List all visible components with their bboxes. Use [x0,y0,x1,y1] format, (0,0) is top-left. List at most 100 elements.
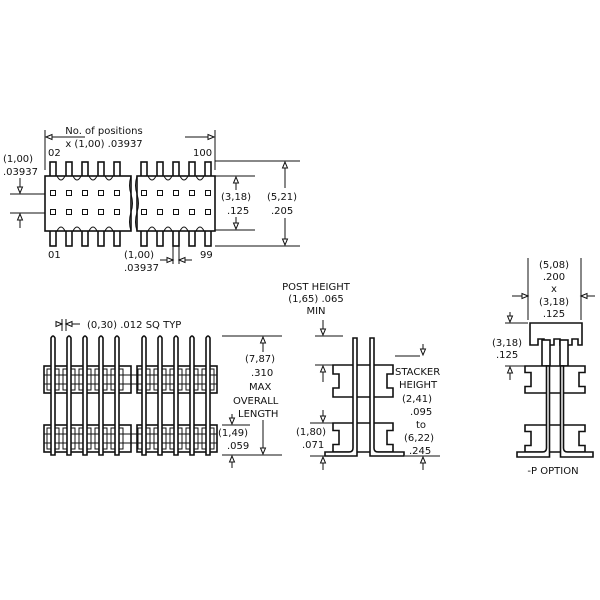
row-pitch-in: .03937 [3,167,38,178]
length-label: LENGTH [238,409,278,420]
drawing-geometry [10,130,595,470]
pin-pitch-mm: (1,00) [124,250,154,261]
arrowhead-icon [281,160,289,169]
stack-block-lower [332,422,394,453]
arrowhead-icon [228,454,236,463]
arrowhead-icon [166,256,175,264]
stacker-label: STACKER [395,367,440,378]
arrowhead-icon [228,417,236,426]
bent-post [369,337,405,457]
pin-bottom [140,229,148,247]
stack-to: to [416,420,426,431]
notch [179,226,189,232]
arrowhead-icon [319,455,327,464]
notch [56,226,66,232]
arrowhead-icon [64,320,73,328]
contact-hole [82,190,88,196]
pin-bottom [113,229,121,247]
notch [56,175,66,181]
post-height-value: (1,65) .065 [288,294,344,305]
notch [195,226,205,232]
p-block-lower [524,424,586,453]
notch [104,175,114,181]
arrowhead-icon [319,328,327,337]
body-height-in: .125 [227,206,249,217]
height-label: HEIGHT [399,380,438,391]
pin-100-label: 100 [193,148,212,159]
cap-post [541,339,551,367]
positions-pitch: x (1,00) .03937 [65,139,142,150]
pin-bottom [81,229,89,247]
post-height-min: MIN [306,306,325,317]
post-size: (0,30) .012 SQ TYP [87,320,181,331]
notch [163,175,173,181]
cap-width-mm: (5,08) [539,260,569,271]
contact-hole [157,190,163,196]
contact-hole [205,209,211,215]
contact-hole [189,209,195,215]
notch [88,226,98,232]
post [141,335,147,456]
contact-hole [114,209,120,215]
arrowhead-icon [232,175,240,184]
base-mm: (1,80) [296,427,326,438]
end-view-labels: POST HEIGHT (1,65) .065 MIN STACKER HEIG… [282,282,440,457]
cap-depth-in: .125 [543,309,565,320]
stack-max-mm: (6,22) [404,433,434,444]
notch [147,175,157,181]
arrowhead-icon [506,365,514,374]
post [114,335,120,456]
contact-hole [98,209,104,215]
p-block-upper [524,365,586,394]
pin-bottom [188,229,196,247]
contact-hole [189,190,195,196]
arrowhead-icon [506,315,514,324]
cap-height-mm: (3,18) [492,338,522,349]
length-in: .310 [251,368,273,379]
row-pitch-mm: (1,00) [3,154,33,165]
pin-bottom [204,229,212,247]
break-line [135,175,139,232]
arrowhead-icon [16,186,24,195]
arrowhead-icon [259,447,267,456]
pin-bottom [49,229,57,247]
contact-hole [141,190,147,196]
overall-height-in: .205 [271,206,293,217]
notch [163,226,173,232]
pickup-cap [529,322,583,346]
notch [72,226,82,232]
arrowhead-icon [177,256,186,264]
cap-depth-mm: (3,18) [539,297,569,308]
pin-pitch-in: .03937 [124,263,159,274]
overall-height-mm: (5,21) [267,192,297,203]
notch [104,226,114,232]
contact-hole [66,209,72,215]
pin-bottom [97,229,105,247]
pin-bottom [156,229,164,247]
side-view-labels: (0,30) .012 SQ TYP (7,87) .310 MAX OVERA… [87,320,279,452]
cap-height-in: .125 [496,350,518,361]
post [98,335,104,456]
post [173,335,179,456]
stack-max-in: .245 [409,446,431,457]
p-option-label: -P OPTION [527,466,578,477]
post [189,335,195,456]
base-in: .071 [302,440,324,451]
arrowhead-icon [55,320,64,328]
arrowhead-icon [521,292,530,300]
post-height-label: POST HEIGHT [282,282,351,293]
positions-label: No. of positions [65,126,142,137]
p-option-labels: (5,08) .200 x (3,18) .125 (3,18) .125 -P… [492,260,579,477]
post [157,335,163,456]
bent-post [324,337,358,457]
pin-bottom [65,229,73,247]
stack-block-upper [332,364,394,398]
contact-hole [66,190,72,196]
tail-mm: (1,49) [218,428,248,439]
body-height-mm: (3,18) [221,192,251,203]
contact-hole [50,190,56,196]
tail-in: .059 [227,441,249,452]
contact-hole [141,209,147,215]
arrowhead-icon [281,238,289,247]
